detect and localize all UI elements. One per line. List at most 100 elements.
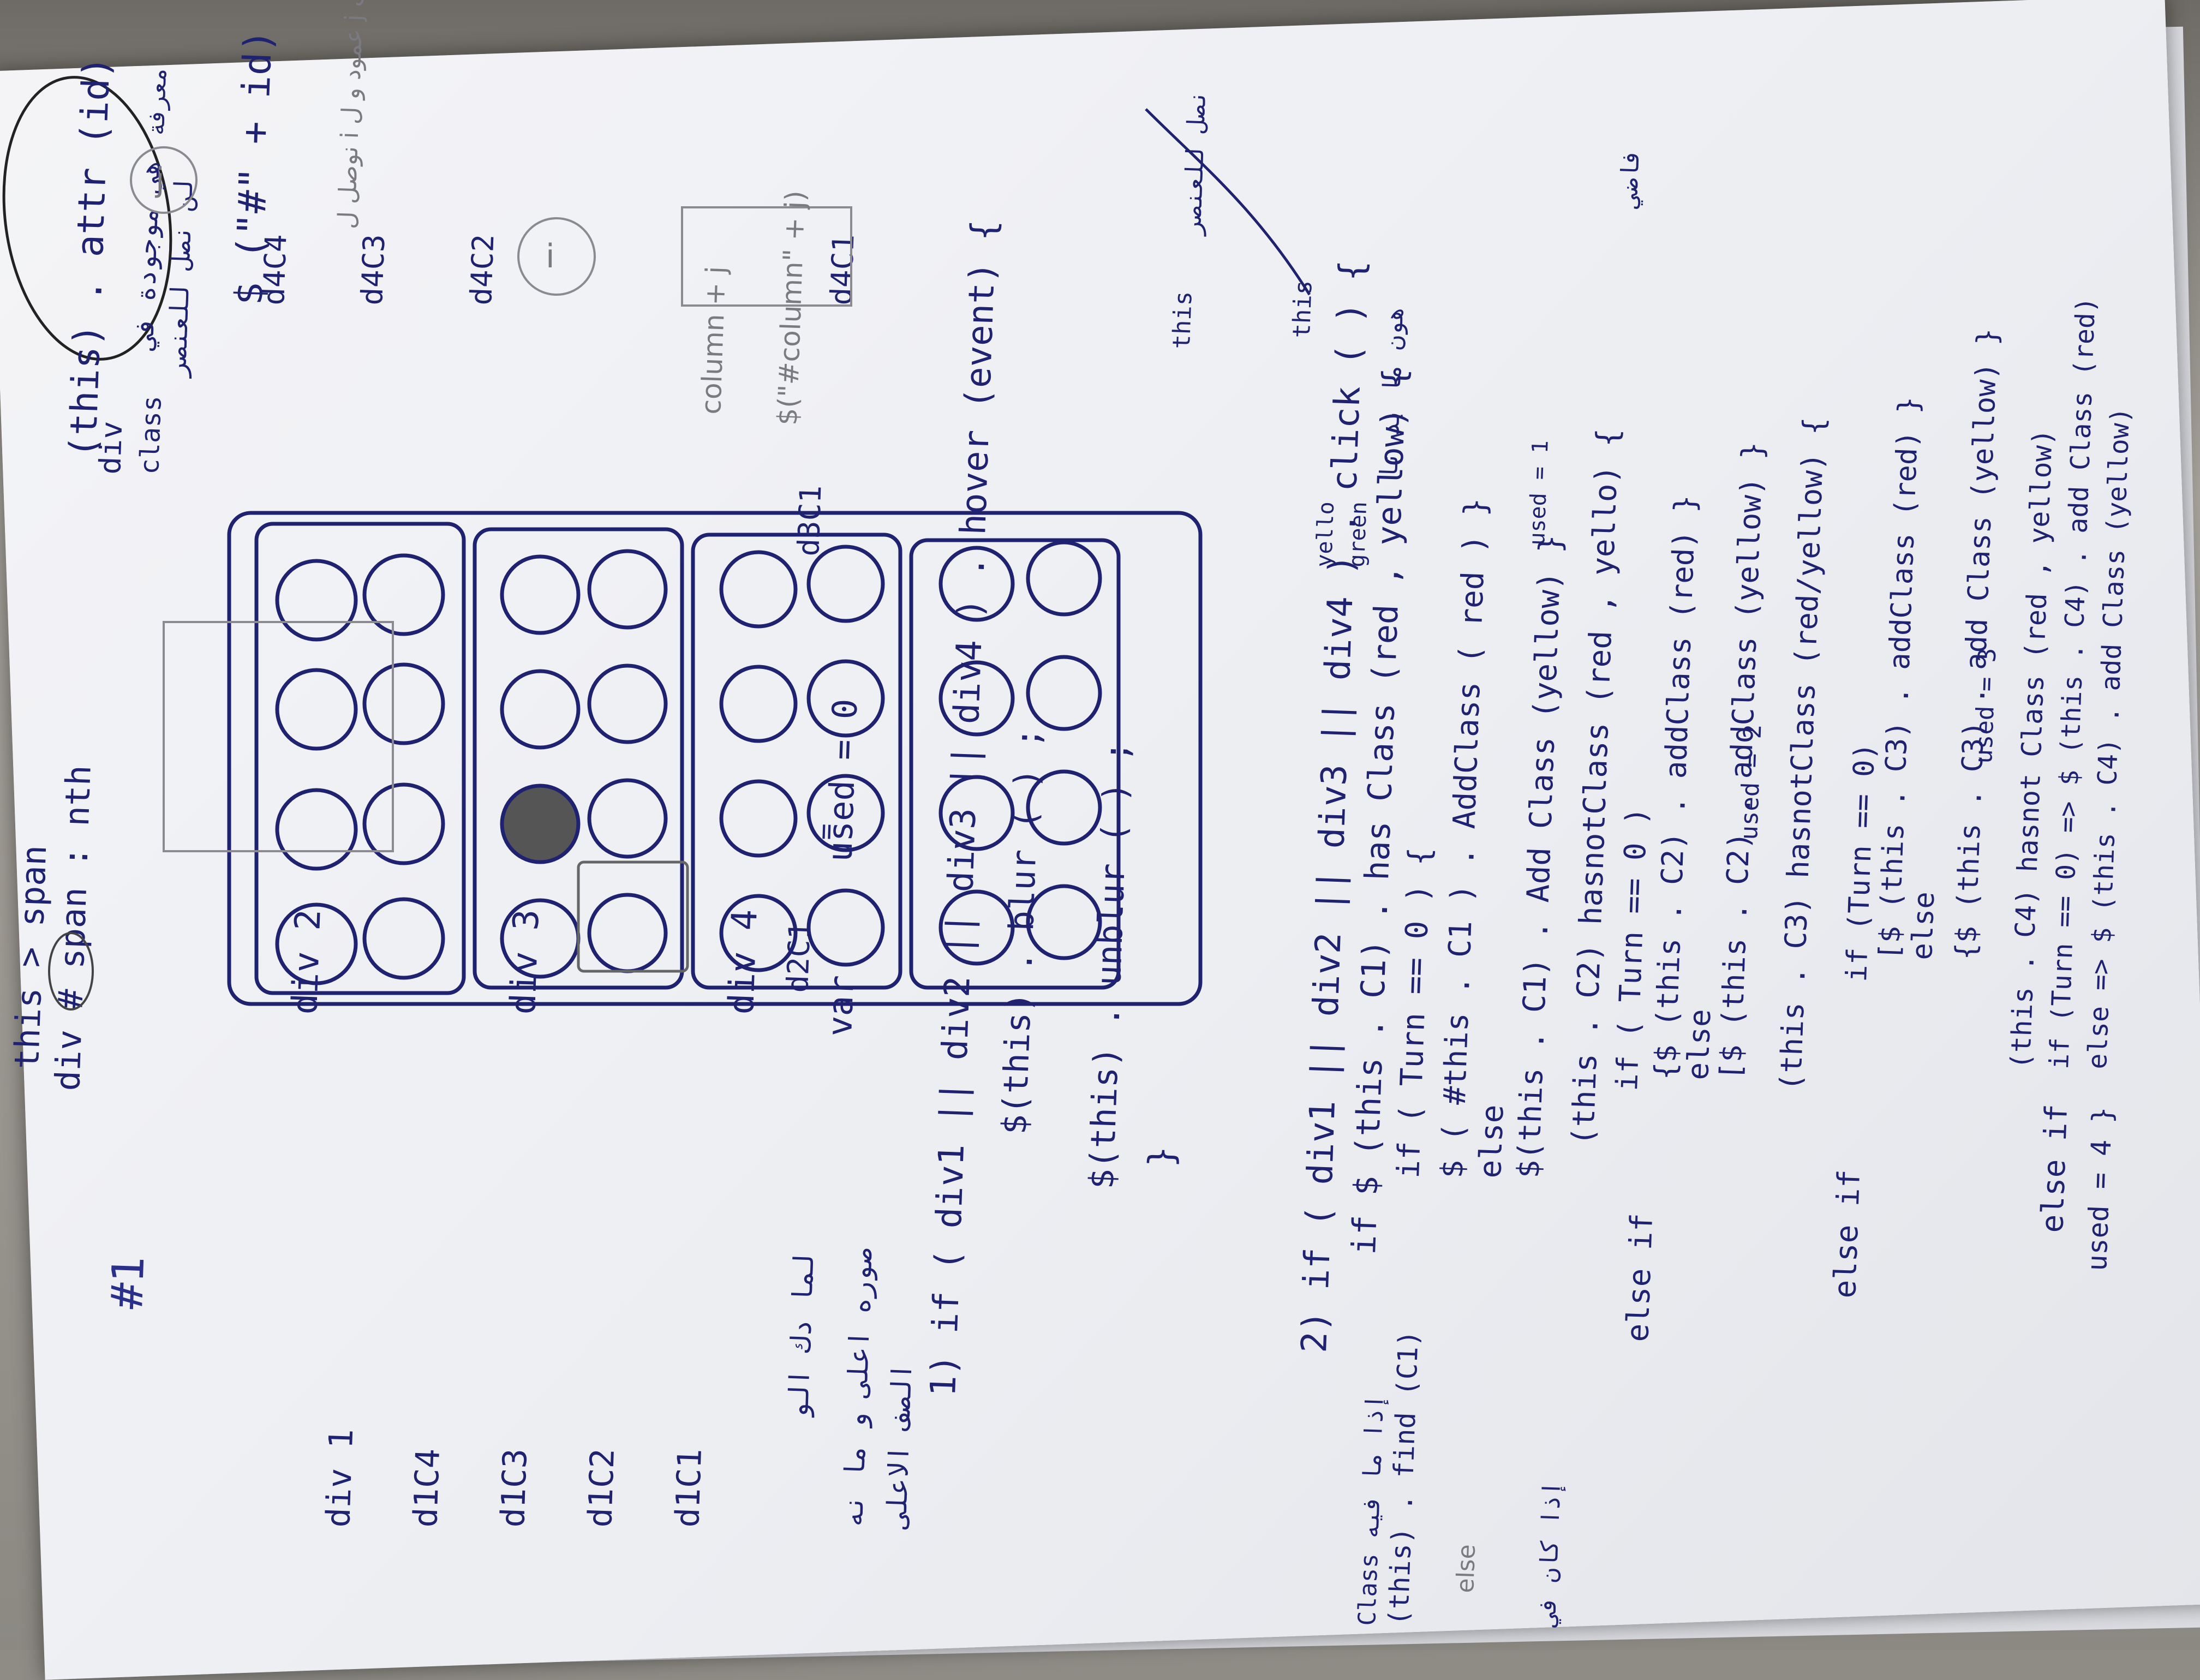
cell xyxy=(719,779,798,858)
label-left-d1c3: d1C3 xyxy=(494,1448,535,1528)
right-used-1: used = 1 xyxy=(1525,440,1553,546)
cell xyxy=(938,889,1015,966)
arabic-side: معرفة xyxy=(142,67,171,136)
cell xyxy=(719,550,798,629)
click-line-12: used = 2 xyxy=(1735,724,1767,841)
cell xyxy=(1026,769,1102,846)
label-left-d1c1: d1C1 xyxy=(668,1448,709,1528)
cell xyxy=(806,888,885,967)
class-label-top: class xyxy=(134,395,168,475)
hover-line: 1) if ( div1 || div2 || div3 || div4 ) .… xyxy=(923,219,1005,1397)
label-left-div1: div 1 xyxy=(319,1428,361,1528)
right-word-green: green xyxy=(1344,501,1372,567)
column-div3 xyxy=(691,533,902,990)
cell xyxy=(1026,540,1102,617)
label-div2: div 2 xyxy=(285,908,329,1015)
sketch-col-note-1: column + j xyxy=(695,266,732,415)
sketch-arabic-note: نوصل ل i عمود و ل j صف xyxy=(333,0,370,229)
unblur-line: $(this) . unblur ( ) ; xyxy=(1081,740,1137,1189)
cell-labels: d2C1 d3C1 d4C1 d4C2 d4C3 d4C4 = xyxy=(256,234,861,993)
cell xyxy=(587,893,668,973)
cell xyxy=(275,788,358,871)
click-line-6: $(this . C1) . Add Class (yellow) } xyxy=(1511,534,1569,1179)
sketch-letter-j: j xyxy=(154,161,165,199)
var-keyword: var xyxy=(820,974,862,1037)
click-line-13: (this . C3) hasnotClass (red/yellow) { xyxy=(1773,417,1831,1092)
arabic-upper: هي موجودة في xyxy=(129,159,166,352)
click-line-4: $ ( #this . C1 ) . AddClass ( red ) } xyxy=(1434,498,1493,1179)
click-line-18: used = 3 xyxy=(1970,648,2001,764)
cell xyxy=(1026,884,1102,960)
cell xyxy=(938,775,1015,851)
highlight-box xyxy=(577,860,689,973)
click-block: 2) if ( div1 || div2 || div3 || div4 ) .… xyxy=(1294,260,2136,1628)
cell xyxy=(938,546,1015,622)
column-div4 xyxy=(909,538,1121,990)
left-labels: div 1 d1C4 d1C3 d1C2 d1C1 xyxy=(319,1428,709,1528)
cell xyxy=(587,663,668,744)
sketch-circle-j xyxy=(130,146,198,214)
click-line-15: [$ (this . C3) . addClass (red) } xyxy=(1873,396,1926,961)
cell xyxy=(362,897,445,980)
top-notes: this > span div # span : nth xyxy=(7,764,99,1091)
board-outline xyxy=(227,511,1203,1006)
click-else-if-1: else if xyxy=(1620,1212,1660,1342)
label-div4: div 4 xyxy=(721,908,766,1015)
label-d4c4: d4C4 xyxy=(256,234,294,306)
cell xyxy=(362,553,445,636)
click-else-if-2: else if xyxy=(1827,1169,1867,1299)
label-left-d1c4: d1C4 xyxy=(406,1448,447,1528)
margin-note-1: (this) . find (C1) xyxy=(1383,1330,1425,1627)
cell xyxy=(275,559,358,642)
arabic-note-block: لما دك الو صوره اعلى و ما نه الصف الاعلى xyxy=(782,1248,918,1530)
right-this-2: this xyxy=(1288,280,1318,339)
top-note-line2: div # span : nth xyxy=(47,764,99,1091)
label-div3: div 3 xyxy=(503,908,547,1015)
circle-mark xyxy=(48,932,94,1011)
label-d2c1: d2C1 xyxy=(780,921,817,993)
cell xyxy=(806,659,885,738)
click-line-9: {$ (this . C2) . addClass (red) } xyxy=(1648,494,1702,1080)
cell xyxy=(362,782,445,865)
cell xyxy=(587,549,668,630)
cell-filled xyxy=(500,784,581,864)
arabic-note-1: لما دك الو xyxy=(782,1254,820,1419)
cell xyxy=(587,778,668,859)
cell xyxy=(362,662,445,745)
arabic-note-2: صوره اعلى و ما نه xyxy=(837,1248,879,1528)
column-div2 xyxy=(473,527,684,990)
label-d4c3: d4C3 xyxy=(355,234,392,306)
right-arabic-3: فاضي xyxy=(1615,149,1645,210)
click-line-16: else xyxy=(1906,891,1941,960)
right-arabic-1: نصل للعنصر xyxy=(1179,89,1211,237)
sketch-box xyxy=(681,206,852,307)
margin-note-3: إذا كان في xyxy=(1533,1481,1566,1628)
label-d4c2: d4C2 xyxy=(464,234,501,306)
equals-mark: = xyxy=(810,823,842,840)
column-labels: div 2 div 3 div 4 xyxy=(285,908,766,1015)
margin-note-4: else xyxy=(1451,1544,1481,1593)
click-line-8: if ( Turn == 0 ) xyxy=(1610,806,1654,1091)
click-used-4: used = 4 } xyxy=(2081,1107,2118,1272)
click-line-17: {$ (this . C3) . add Class (yellow) } xyxy=(1950,328,2004,961)
cell xyxy=(500,669,581,750)
div-label-top: div xyxy=(93,421,129,475)
label-left-d1c2: d1C2 xyxy=(581,1448,622,1528)
label-d4c1: d4C1 xyxy=(824,234,861,306)
sketch-circle-i xyxy=(517,217,596,296)
sketch-letter-i: i xyxy=(546,237,555,276)
cell xyxy=(719,665,798,743)
cell xyxy=(806,545,885,623)
sketch-col-note-2: $("#column" + j) xyxy=(772,190,811,426)
click-else-if-3: else if xyxy=(2035,1103,2075,1233)
click-line-3: if ( Turn == 0 ) { xyxy=(1391,847,1438,1179)
right-word-yellow: yello xyxy=(1312,501,1339,567)
used-zero: used = 0 xyxy=(820,698,865,863)
arrow-curve xyxy=(1145,108,1311,296)
cell xyxy=(719,894,798,972)
heading-mark: #1 xyxy=(101,1255,154,1310)
right-arabic-2: هون ما بد نا xyxy=(1375,306,1409,480)
board-sketch xyxy=(227,511,1203,1006)
var-line: var used = 0 xyxy=(820,698,865,1037)
